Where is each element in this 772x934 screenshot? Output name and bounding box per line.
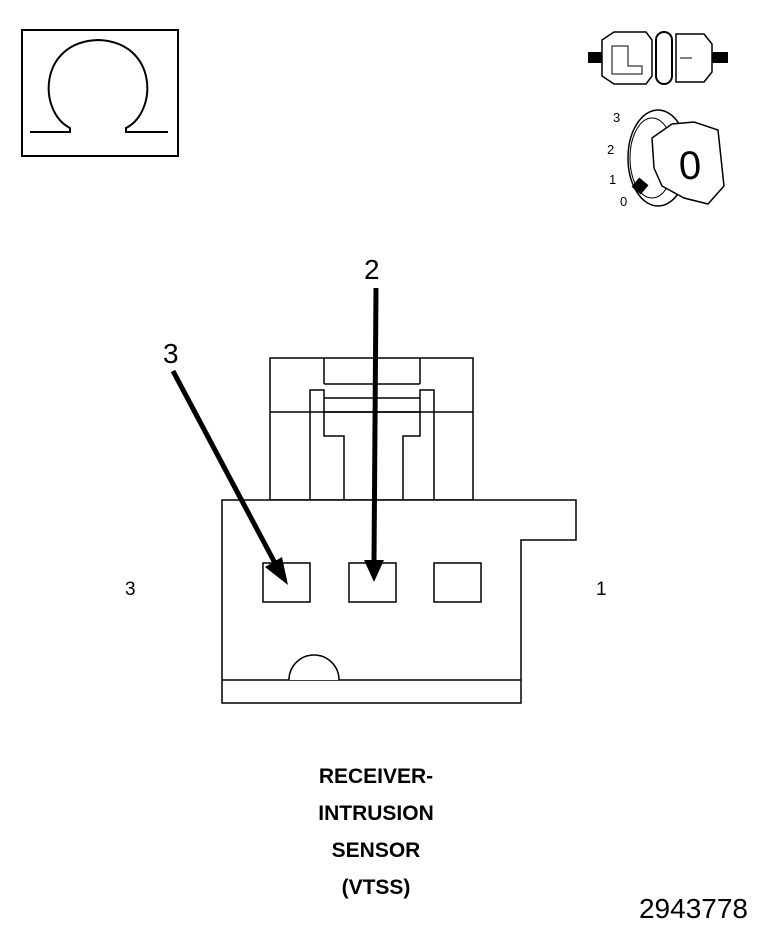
ohm-meter-icon xyxy=(21,29,179,157)
callout-arrow-2 xyxy=(364,287,384,582)
connector-caption: RECEIVER- INTRUSION SENSOR (VTSS) xyxy=(276,758,476,906)
pin-side-label-right: 1 xyxy=(596,579,607,600)
caption-line-4: (VTSS) xyxy=(341,876,411,899)
pin-side-label-left: 3 xyxy=(125,579,136,600)
document-number: 2943778 xyxy=(638,893,748,924)
caption-line-3: SENSOR xyxy=(331,839,421,862)
callout-label-3: 3 xyxy=(163,338,179,369)
key-position-3: 3 xyxy=(613,110,621,125)
key-position-1: 1 xyxy=(609,172,617,187)
ignition-key-icon xyxy=(627,109,725,207)
callout-arrow-3 xyxy=(170,369,288,585)
key-current-position: 0 xyxy=(677,143,703,189)
callout-label-2: 2 xyxy=(364,254,380,285)
pin-cavity-1 xyxy=(433,562,482,603)
key-position-2: 2 xyxy=(607,142,615,157)
caption-line-2: INTRUSION xyxy=(318,802,434,825)
key-position-0: 0 xyxy=(620,194,628,209)
disconnected-connector-icon xyxy=(588,31,728,85)
caption-line-1: RECEIVER- xyxy=(318,765,434,788)
connector-face xyxy=(221,357,577,704)
